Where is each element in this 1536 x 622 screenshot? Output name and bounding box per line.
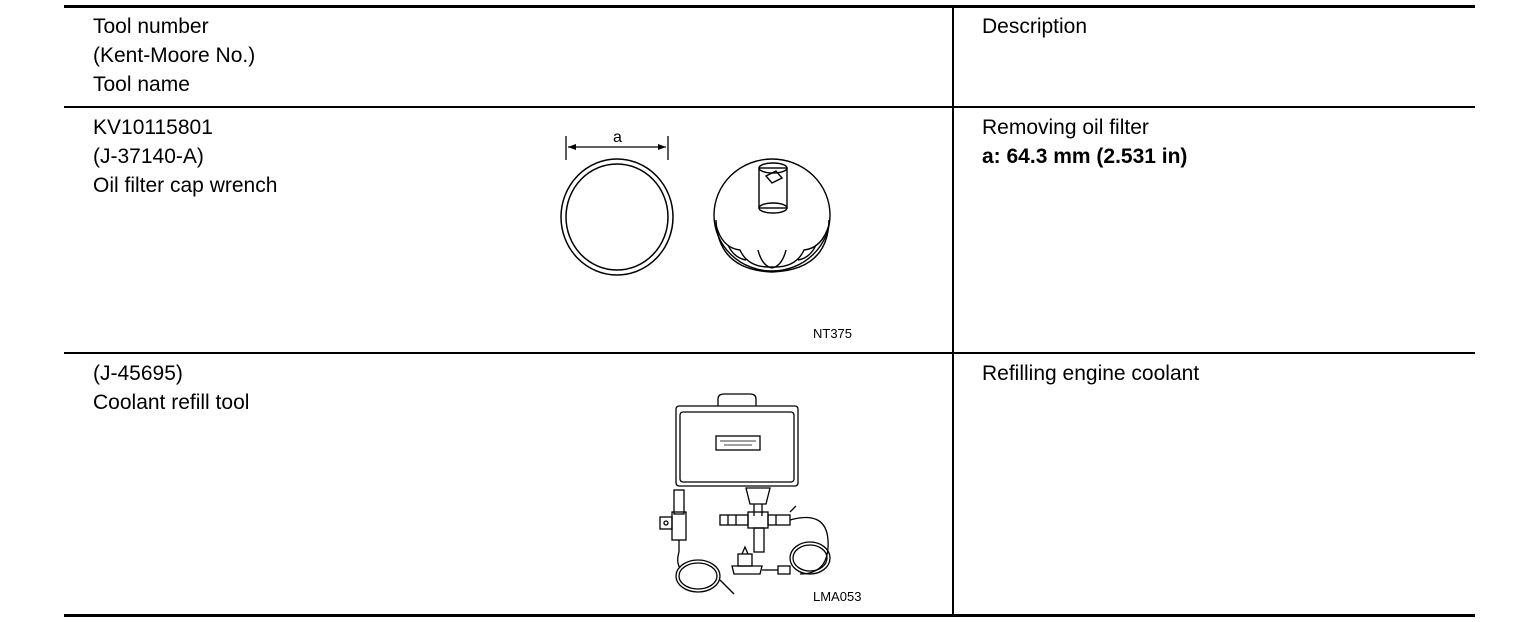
row1-tool-number: KV10115801 [93, 116, 213, 139]
oil-filter-wrench-illustration: a NT375 [560, 129, 852, 341]
header-description-cell: Description [982, 12, 1087, 41]
row1-description: Removing oil filter [982, 116, 1149, 139]
row2-kent-moore: (J-45695) [93, 362, 183, 385]
row1-description-cell: Removing oil filter a: 64.3 mm (2.531 in… [982, 113, 1187, 171]
header-divider [64, 106, 1475, 108]
row1-tool-name: Oil filter cap wrench [93, 174, 278, 197]
row1-tool-cell: KV10115801 (J-37140-A) Oil filter cap wr… [93, 113, 277, 200]
row-divider [64, 352, 1475, 354]
row2-description: Refilling engine coolant [982, 362, 1200, 385]
coolant-refill-tool-illustration: LMA053 [659, 393, 861, 604]
figure-code-lma053: LMA053 [813, 589, 861, 604]
table-bottom-border [64, 614, 1475, 617]
header-tool-number: Tool number [93, 15, 209, 38]
figure-code-nt375: NT375 [813, 326, 852, 341]
row2-description-cell: Refilling engine coolant [982, 359, 1199, 388]
row1-spec: a: 64.3 mm (2.531 in) [982, 145, 1188, 168]
table-top-border [64, 5, 1475, 8]
row2-tool-cell: (J-45695) Coolant refill tool [93, 359, 249, 417]
row1-kent-moore: (J-37140-A) [93, 145, 204, 168]
figure-dimension-label: a [613, 129, 622, 146]
header-description: Description [982, 15, 1088, 38]
column-divider [952, 5, 954, 617]
header-tool-name: Tool name [93, 73, 190, 96]
header-tool-cell: Tool number (Kent-Moore No.) Tool name [93, 12, 255, 99]
header-kent-moore: (Kent-Moore No.) [93, 44, 256, 67]
row2-tool-name: Coolant refill tool [93, 391, 250, 414]
